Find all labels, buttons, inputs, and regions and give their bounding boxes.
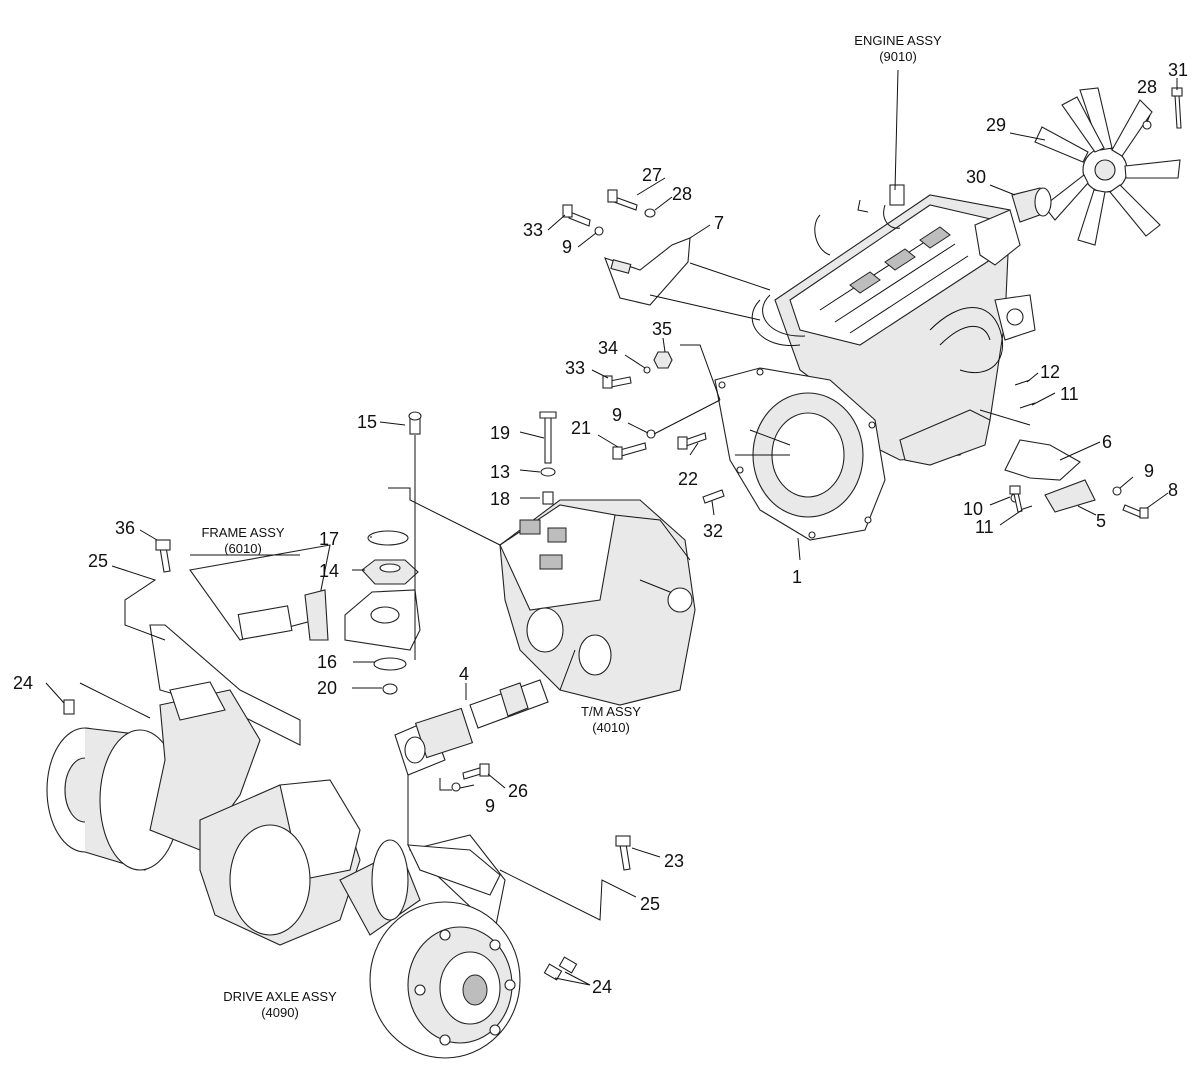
cooling-fan: [1011, 87, 1181, 246]
transmission-mount: [344, 411, 557, 695]
callout: 5: [1096, 511, 1106, 531]
callout: 35: [652, 319, 672, 339]
frame-assy-label: FRAME ASSY: [201, 525, 284, 540]
callout: 16: [317, 652, 337, 672]
callout: 26: [508, 781, 528, 801]
transmission-assembly: [499, 499, 696, 706]
callout: 1: [792, 567, 802, 587]
frame-assy-code: (6010): [224, 541, 262, 556]
callout: 19: [490, 423, 510, 443]
callout: 30: [966, 167, 986, 187]
callout: 27: [642, 165, 662, 185]
leader-lines: [45, 69, 1178, 986]
callout: 33: [565, 358, 585, 378]
tm-assy-code: (4010): [592, 720, 630, 735]
flywheel-housing: [714, 367, 886, 541]
callout: 32: [703, 521, 723, 541]
callout: 28: [672, 184, 692, 204]
drive-axle-assy-label: DRIVE AXLE ASSY: [223, 989, 337, 1004]
callout: 17: [319, 529, 339, 549]
callout: 34: [598, 338, 618, 358]
callout: 21: [571, 418, 591, 438]
callout: 24: [592, 977, 612, 997]
callout: 7: [714, 213, 724, 233]
callout: 36: [115, 518, 135, 538]
callout: 9: [562, 237, 572, 257]
callout: 13: [490, 462, 510, 482]
callout: 11: [975, 517, 994, 537]
callout: 29: [986, 115, 1006, 135]
callout: 8: [1168, 480, 1178, 500]
drive-axle-assembly: [46, 681, 521, 1059]
callout: 25: [88, 551, 108, 571]
callout: 14: [319, 561, 339, 581]
callout: 18: [490, 489, 510, 509]
callout: 31: [1168, 60, 1188, 80]
callout: 12: [1040, 362, 1060, 382]
callout: 9: [612, 405, 622, 425]
callout: 33: [523, 220, 543, 240]
callout: 6: [1102, 432, 1112, 452]
callout: 9: [485, 796, 495, 816]
engine-bracket-left: [604, 237, 691, 306]
callout: 4: [459, 664, 469, 684]
frame-bracket: [149, 544, 331, 746]
callout: 28: [1137, 77, 1157, 97]
callout: 15: [357, 412, 377, 432]
fasteners: [63, 87, 1183, 981]
callout-numbers: 31 28 29 30 27 28 33 9 7 35 34 33 9 21 2…: [13, 60, 1188, 997]
callout: 25: [640, 894, 660, 914]
callout: 11: [1060, 384, 1079, 404]
drive-axle-assy-code: (4090): [261, 1005, 299, 1020]
callout: 10: [963, 499, 983, 519]
callout: 24: [13, 673, 33, 693]
engine-assy-code: (9010): [879, 49, 917, 64]
tm-assy-label: T/M ASSY: [581, 704, 641, 719]
engine-assy-label: ENGINE ASSY: [854, 33, 942, 48]
universal-joint: [394, 679, 549, 776]
callout: 20: [317, 678, 337, 698]
callout: 23: [664, 851, 684, 871]
callout: 9: [1144, 461, 1154, 481]
callout: 22: [678, 469, 698, 489]
assembly-labels: ENGINE ASSY (9010) FRAME ASSY (6010) T/M…: [201, 33, 942, 1020]
engine-mount-right: [1004, 439, 1096, 513]
